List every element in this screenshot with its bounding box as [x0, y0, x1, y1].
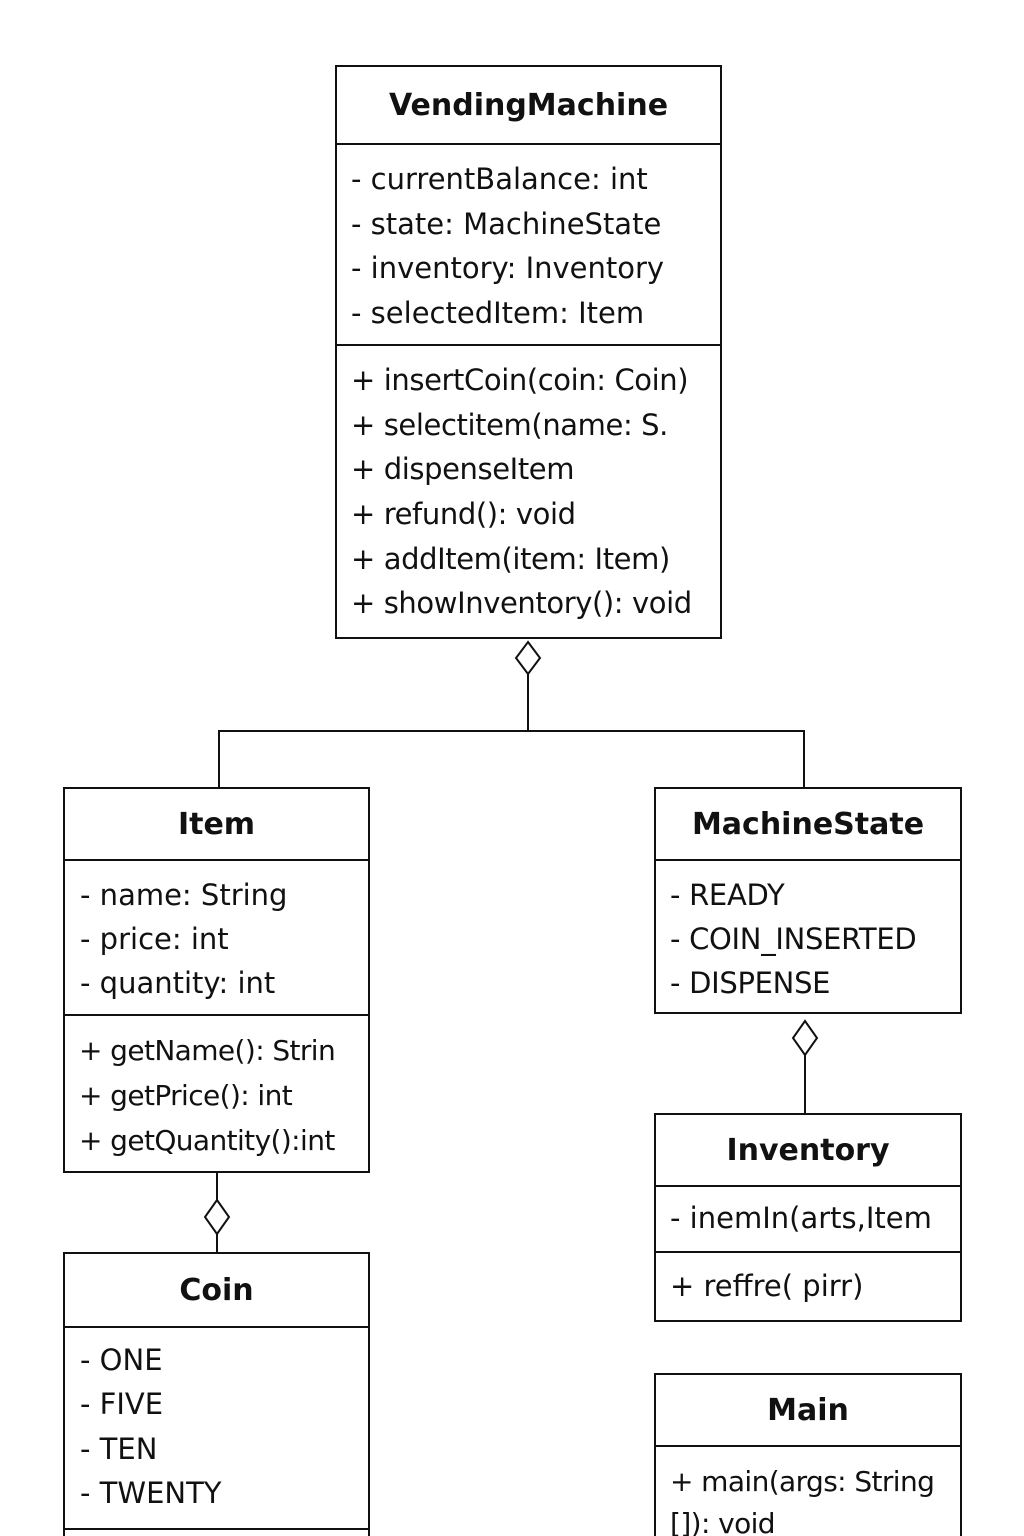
enum-values-section: - READY - COIN_INSERTED - DISPENSE: [656, 861, 960, 1005]
attributes-section: - name: String - price: int - quantity: …: [65, 861, 368, 1016]
enum-value: - FIVE: [80, 1387, 164, 1422]
attribute: - name: String: [80, 878, 288, 912]
operations-section: [65, 1530, 368, 1536]
class-name: MachineState: [656, 789, 960, 861]
operation-continuation: []): void: [670, 1507, 776, 1536]
class-name: Inventory: [656, 1115, 960, 1187]
operations-section: + main(args: String []): void: [656, 1447, 960, 1536]
item-aggregation-diamond: [203, 1198, 231, 1236]
vendingmachine-aggregation-branch: [218, 730, 805, 787]
enum-value: - TEN: [80, 1431, 158, 1466]
enum-value: - DISPENSE: [670, 966, 831, 1000]
operation: + insertCoin(coin: Coin): [351, 363, 689, 397]
operations-section: + getName(): Strin + getPrice(): int + g…: [65, 1016, 368, 1163]
class-box-item: Item - name: String - price: int - quant…: [63, 787, 370, 1173]
class-name: Main: [656, 1375, 960, 1447]
enum-value: - READY: [670, 878, 785, 912]
enum-value: - ONE: [80, 1343, 163, 1377]
operation: + getName(): Strin: [79, 1034, 336, 1067]
attribute: - inventory: Inventory: [351, 251, 665, 285]
attributes-section: - currentBalance: int - state: MachineSt…: [337, 145, 720, 346]
enum-value: - COIN_INSERTED: [670, 922, 917, 956]
operation: + dispenseItem: [351, 452, 575, 487]
attribute: - state: MachineState: [351, 206, 662, 241]
operation: + getPrice(): int: [79, 1079, 293, 1112]
class-box-coin: Coin - ONE - FIVE - TEN - TWENTY: [63, 1252, 370, 1536]
operation: + getQuantity():int: [79, 1124, 335, 1157]
attribute: - quantity: int: [80, 966, 276, 1000]
machinestate-aggregation-diamond: [791, 1019, 819, 1057]
enum-value: - TWENTY: [80, 1475, 222, 1510]
operations-section: + insertCoin(coin: Coin) + selectitem(na…: [337, 346, 720, 626]
attribute: - currentBalance: int: [351, 162, 648, 196]
class-box-vendingmachine: VendingMachine - currentBalance: int - s…: [335, 65, 722, 639]
operation: + main(args: String: [670, 1465, 935, 1498]
attribute: - inemIn(arts,Item: [656, 1187, 960, 1253]
operation: + selectitem(name: S.: [351, 407, 668, 442]
vendingmachine-aggregation-diamond: [514, 640, 542, 676]
attribute: - selectedItem: Item: [351, 295, 645, 330]
enum-values-section: - ONE - FIVE - TEN - TWENTY: [65, 1328, 368, 1530]
attribute: - price: int: [80, 922, 229, 956]
class-box-machinestate: MachineState - READY - COIN_INSERTED - D…: [654, 787, 962, 1014]
operation: + addItem(item: Item): [351, 541, 670, 576]
operation: + reffre( pirr): [670, 1269, 864, 1303]
class-box-main: Main + main(args: String []): void: [654, 1373, 962, 1536]
operation: + showInventory(): void: [351, 586, 692, 621]
class-name: VendingMachine: [337, 67, 720, 145]
class-name: Item: [65, 789, 368, 861]
class-name: Coin: [65, 1254, 368, 1328]
operation: + refund(): void: [351, 497, 576, 532]
class-box-inventory: Inventory - inemIn(arts,Item + reffre( p…: [654, 1113, 962, 1322]
